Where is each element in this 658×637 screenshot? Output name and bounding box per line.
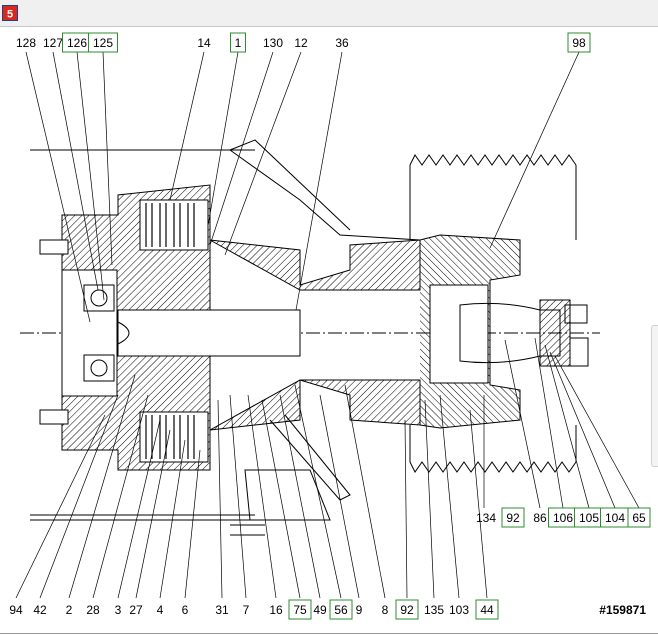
callout-number: 86 bbox=[533, 511, 547, 525]
callout-number: 31 bbox=[215, 603, 229, 617]
callout-box bbox=[567, 32, 591, 53]
callout-number: 103 bbox=[449, 603, 469, 617]
window-toolbar: 5 bbox=[0, 0, 658, 27]
callout-bottom-31: 31 bbox=[215, 603, 229, 617]
callout-right-86: 86 bbox=[533, 511, 547, 525]
callout-number: 8 bbox=[382, 603, 389, 617]
callout-box bbox=[230, 32, 246, 53]
callout-number: 104 bbox=[605, 511, 625, 525]
callout-number: 14 bbox=[197, 36, 211, 50]
callout-bottom-8: 8 bbox=[382, 603, 389, 617]
callout-bottom-103: 103 bbox=[449, 603, 469, 617]
callout-number: 42 bbox=[33, 603, 47, 617]
callout-top-12: 12 bbox=[294, 36, 308, 50]
callout-number: 27 bbox=[129, 603, 143, 617]
callout-top-125: 125 bbox=[88, 32, 118, 53]
callout-top-127: 127 bbox=[43, 36, 63, 50]
callout-number: 125 bbox=[93, 36, 113, 50]
callout-number: 49 bbox=[313, 603, 327, 617]
callout-number: 36 bbox=[335, 36, 349, 50]
callout-top-130: 130 bbox=[263, 36, 283, 50]
callout-number: 4 bbox=[157, 603, 164, 617]
callout-box bbox=[395, 599, 419, 620]
callout-number: 130 bbox=[263, 36, 283, 50]
callout-top-36: 36 bbox=[335, 36, 349, 50]
app-logo-icon[interactable]: 5 bbox=[2, 5, 18, 21]
callout-box bbox=[288, 599, 312, 620]
callout-bottom-44: 44 bbox=[475, 599, 499, 620]
callout-right-92: 92 bbox=[501, 507, 525, 528]
callout-number: 3 bbox=[115, 603, 122, 617]
callout-bottom-4: 4 bbox=[157, 603, 164, 617]
callout-bottom-7: 7 bbox=[243, 603, 250, 617]
callout-right-105: 105 bbox=[574, 507, 604, 528]
callout-number: 9 bbox=[356, 603, 363, 617]
callout-number: 65 bbox=[632, 511, 646, 525]
callout-number: 1 bbox=[235, 36, 242, 50]
callout-bottom-27: 27 bbox=[129, 603, 143, 617]
drawing-number: #159871 bbox=[599, 603, 646, 617]
callout-number: 135 bbox=[424, 603, 444, 617]
callout-number: 94 bbox=[9, 603, 23, 617]
drawing-geometry bbox=[20, 139, 600, 536]
callout-right-134: 134 bbox=[476, 511, 496, 525]
callout-number: 92 bbox=[506, 511, 520, 525]
callout-number: 6 bbox=[182, 603, 189, 617]
callout-number: 56 bbox=[334, 603, 348, 617]
callout-box bbox=[329, 599, 353, 620]
callout-number: 75 bbox=[293, 603, 307, 617]
callout-bottom-42: 42 bbox=[33, 603, 47, 617]
callout-number: 2 bbox=[66, 603, 73, 617]
callout-top-98: 98 bbox=[567, 32, 591, 53]
svg-text:5: 5 bbox=[7, 9, 13, 21]
parts-diagram: 1281271261251411301236981349286106105104… bbox=[9, 32, 651, 620]
callout-right-106: 106 bbox=[548, 507, 578, 528]
callout-box bbox=[627, 507, 651, 528]
callout-box bbox=[501, 507, 525, 528]
callout-number: 126 bbox=[67, 36, 87, 50]
callout-number: 128 bbox=[16, 36, 36, 50]
callout-box bbox=[475, 599, 499, 620]
callout-top-126: 126 bbox=[62, 32, 92, 53]
callout-number: 16 bbox=[269, 603, 283, 617]
callout-bottom-28: 28 bbox=[86, 603, 100, 617]
callout-bottom-9: 9 bbox=[356, 603, 363, 617]
callout-number: 106 bbox=[553, 511, 573, 525]
callout-bottom-3: 3 bbox=[115, 603, 122, 617]
callout-bottom-75: 75 bbox=[288, 599, 312, 620]
callout-bottom-2: 2 bbox=[66, 603, 73, 617]
callout-top-14: 14 bbox=[197, 36, 211, 50]
callout-top-1: 1 bbox=[230, 32, 246, 53]
leader-lines bbox=[15, 51, 640, 599]
bottom-divider bbox=[0, 633, 658, 634]
callout-bottom-135: 135 bbox=[424, 603, 444, 617]
callout-top-128: 128 bbox=[16, 36, 36, 50]
callout-number: 92 bbox=[400, 603, 414, 617]
callout-bottom-94: 94 bbox=[9, 603, 23, 617]
callout-number: 7 bbox=[243, 603, 250, 617]
side-panel-handle[interactable] bbox=[651, 325, 658, 467]
callout-number: 134 bbox=[476, 511, 496, 525]
callout-number: 98 bbox=[572, 36, 586, 50]
callout-number: 44 bbox=[480, 603, 494, 617]
callout-bottom-92: 92 bbox=[395, 599, 419, 620]
callout-right-65: 65 bbox=[627, 507, 651, 528]
callout-right-104: 104 bbox=[600, 507, 630, 528]
callout-number: 12 bbox=[294, 36, 308, 50]
callout-box bbox=[88, 32, 118, 53]
callout-bottom-6: 6 bbox=[182, 603, 189, 617]
callout-number: 105 bbox=[579, 511, 599, 525]
callout-bottom-56: 56 bbox=[329, 599, 353, 620]
callout-bottom-16: 16 bbox=[269, 603, 283, 617]
callout-number: 28 bbox=[86, 603, 100, 617]
callout-number: 127 bbox=[43, 36, 63, 50]
callout-bottom-49: 49 bbox=[313, 603, 327, 617]
